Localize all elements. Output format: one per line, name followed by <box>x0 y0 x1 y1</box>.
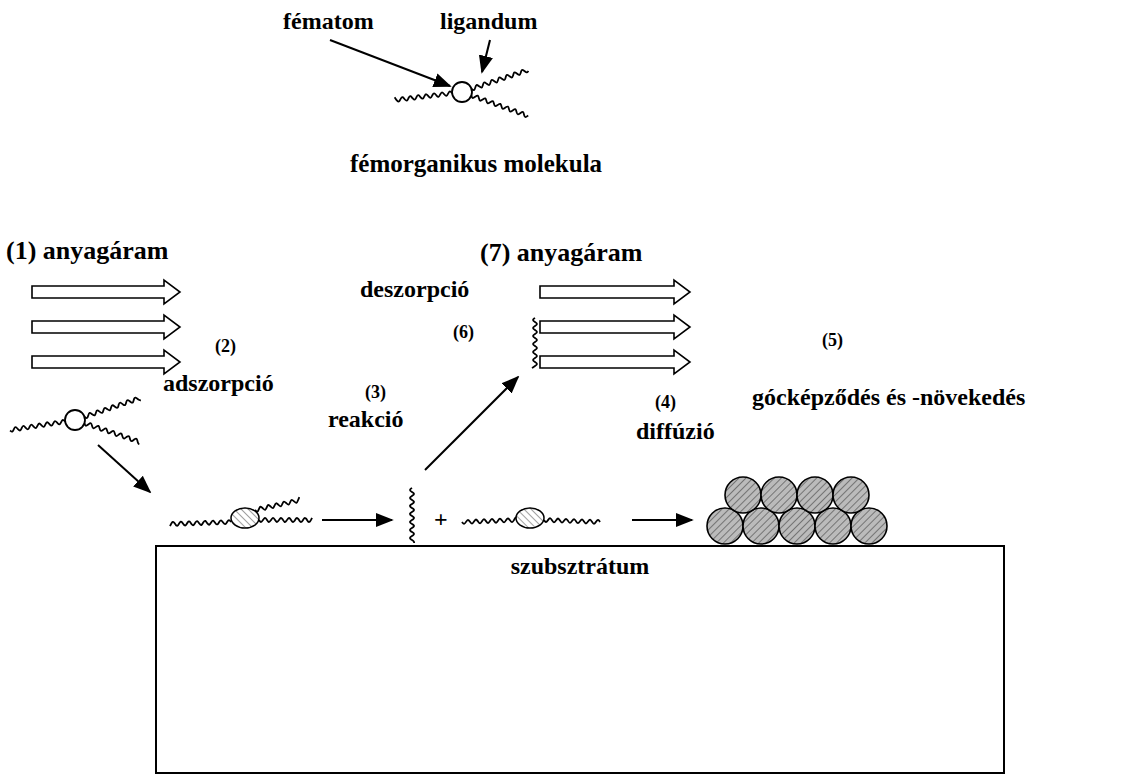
substrate-box: szubsztrátum <box>155 545 1005 774</box>
process-arrow <box>632 519 692 521</box>
ligand <box>471 70 528 90</box>
callout-label: ligandum <box>440 8 537 36</box>
ligand <box>471 95 528 117</box>
flow-arrow <box>540 315 690 339</box>
ligand <box>84 423 139 444</box>
nucleus-atom <box>761 477 797 513</box>
flow-arrow <box>32 280 180 304</box>
ligand <box>410 488 414 543</box>
nucleus-atom <box>779 508 815 544</box>
step-number: (2) <box>215 336 236 357</box>
step-label: gócképződés és -növekedés <box>752 384 1025 412</box>
nucleus-atom <box>797 477 833 513</box>
flow-arrow <box>32 315 180 339</box>
flow-arrow <box>540 350 690 374</box>
metal-atom <box>452 82 472 102</box>
nucleus-atom <box>815 508 851 544</box>
process-arrow <box>425 377 518 470</box>
ligand <box>544 518 600 524</box>
nucleus-atom <box>725 477 761 513</box>
process-arrow <box>330 40 450 86</box>
step-number: (4) <box>655 392 676 413</box>
flow-label: (7) anyagáram <box>480 238 642 268</box>
ligand <box>395 91 452 101</box>
step-label: deszorpció <box>360 276 469 304</box>
nucleus-atom <box>707 508 743 544</box>
metal-atom <box>65 410 85 430</box>
callout-label: fématom <box>283 8 374 36</box>
nucleus-atom <box>743 508 779 544</box>
ligand <box>255 497 299 511</box>
ligand <box>84 398 140 418</box>
nucleus-atom <box>851 508 887 544</box>
step-number: (3) <box>365 382 386 403</box>
ligand <box>259 518 312 522</box>
step-label: reakció <box>328 406 404 434</box>
substrate-label: szubsztrátum <box>157 547 1003 580</box>
flow-label: (1) anyagáram <box>6 236 168 266</box>
ligand <box>10 420 65 432</box>
process-arrow <box>98 445 150 492</box>
caption-label: fémorganikus molekula <box>350 150 602 179</box>
flow-arrow <box>32 350 180 374</box>
process-arrow <box>482 40 490 72</box>
step-number: (6) <box>453 322 474 343</box>
step-number: (5) <box>822 330 843 351</box>
plus-sign: + <box>434 506 448 534</box>
process-arrow <box>322 519 392 521</box>
nucleus-atom <box>833 477 869 513</box>
adsorbed-metal <box>231 508 259 528</box>
ligand <box>532 318 537 368</box>
step-label: diffúzió <box>636 418 715 446</box>
ligand <box>170 520 231 526</box>
step-label: adszorpció <box>163 370 274 398</box>
ligand <box>462 517 516 524</box>
adsorbed-metal <box>516 508 544 528</box>
flow-arrow <box>540 280 690 304</box>
